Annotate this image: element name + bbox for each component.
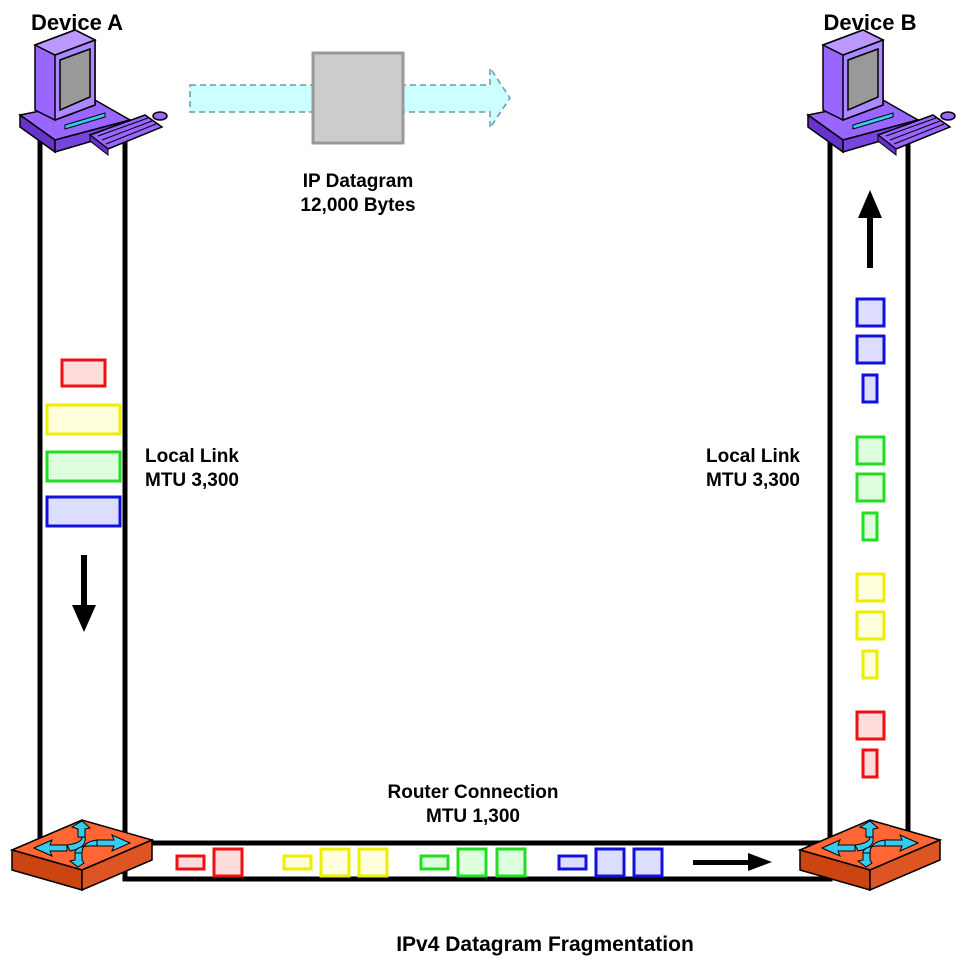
fragment-red bbox=[60, 358, 107, 388]
diagram-caption: IPv4 Datagram Fragmentation bbox=[396, 933, 694, 956]
datagram-title: IP Datagram bbox=[303, 171, 414, 192]
fragment-red bbox=[212, 847, 244, 878]
fragment-blue bbox=[594, 847, 626, 878]
fragment-blue bbox=[45, 495, 122, 528]
fragment-red bbox=[861, 748, 879, 779]
fragment-yellow bbox=[319, 847, 351, 878]
device-b-label: Device B bbox=[824, 10, 917, 35]
datagram-size: 12,000 Bytes bbox=[300, 195, 415, 216]
fragment-green bbox=[861, 511, 879, 542]
datagram-arrow bbox=[189, 51, 511, 145]
left-link-mtu: MTU 3,300 bbox=[145, 470, 239, 491]
arrow-right-icon bbox=[693, 853, 772, 871]
device-a-label: Device A bbox=[31, 10, 123, 35]
fragment-green bbox=[855, 472, 886, 503]
arrow-down-icon bbox=[72, 555, 96, 632]
arrow-up-icon bbox=[858, 190, 882, 268]
fragment-blue bbox=[861, 373, 879, 404]
fragment-red bbox=[175, 854, 206, 871]
router-link-mtu: MTU 1,300 bbox=[426, 806, 520, 827]
fragment-green bbox=[45, 450, 122, 483]
fragment-yellow bbox=[357, 847, 389, 878]
right-link-mtu: MTU 3,300 bbox=[706, 470, 800, 491]
fragment-green bbox=[419, 854, 450, 871]
fragment-blue bbox=[557, 854, 588, 871]
datagram-box bbox=[311, 51, 405, 145]
fragment-yellow bbox=[45, 403, 122, 436]
right-link-title: Local Link bbox=[706, 446, 800, 467]
fragment-green bbox=[855, 435, 886, 466]
fragment-yellow bbox=[855, 610, 886, 641]
left-local-link bbox=[37, 117, 128, 853]
fragment-blue bbox=[855, 297, 886, 328]
computer-icon bbox=[19, 29, 168, 156]
left-link-title: Local Link bbox=[145, 446, 239, 467]
fragment-blue bbox=[855, 334, 886, 365]
fragment-green bbox=[495, 847, 527, 878]
fragment-yellow bbox=[282, 854, 313, 871]
fragment-yellow bbox=[855, 572, 886, 603]
fragment-blue bbox=[632, 847, 664, 878]
fragment-green bbox=[456, 847, 488, 878]
fragment-red bbox=[855, 710, 886, 741]
router-link-title: Router Connection bbox=[388, 782, 559, 803]
computer-icon bbox=[807, 29, 956, 156]
fragment-yellow bbox=[861, 649, 879, 680]
